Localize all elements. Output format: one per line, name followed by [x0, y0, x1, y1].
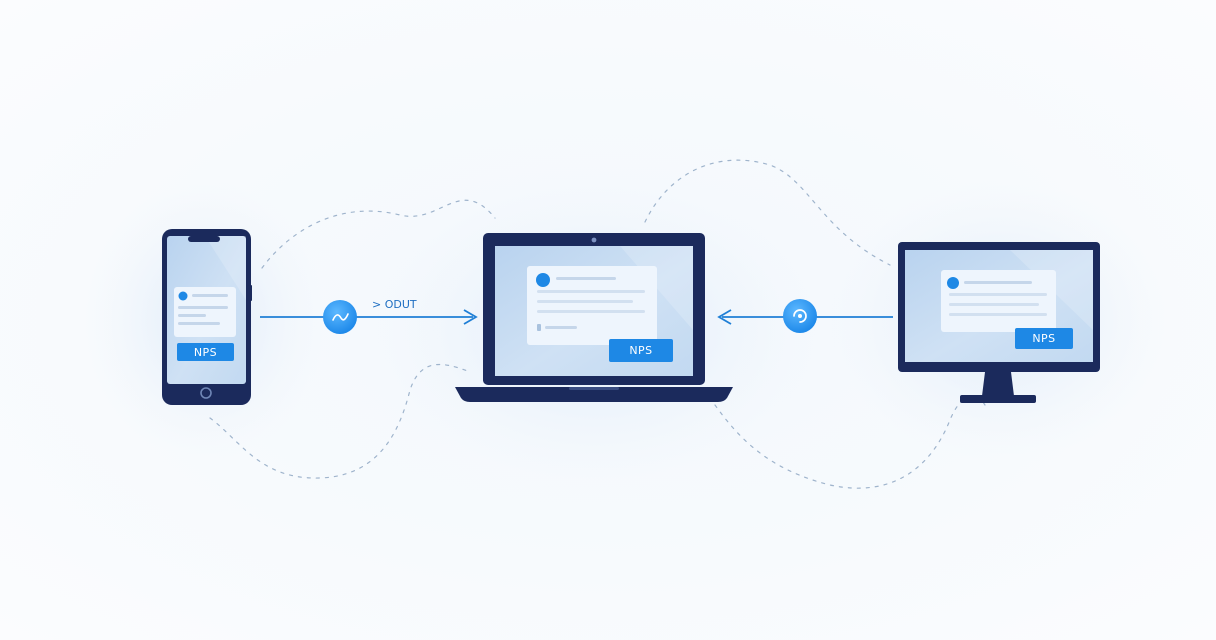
laptop-nps-button-label: NPS [629, 344, 652, 357]
phone-nps-button-label: NPS [194, 346, 217, 359]
desktop-monitor: NPS [898, 242, 1100, 403]
laptop-card [527, 266, 657, 345]
sync-glyph [332, 313, 349, 321]
laptop-nps-button[interactable]: NPS [609, 339, 673, 362]
right-connector [717, 299, 893, 333]
home-button-icon [200, 387, 212, 399]
phone-nps-button[interactable]: NPS [177, 343, 234, 361]
phone-notch [188, 236, 220, 242]
dashed-path-top-left [261, 199, 496, 269]
phone-card [174, 287, 236, 337]
monitor-nps-button-label: NPS [1032, 332, 1055, 345]
dashed-path-bottom-left [209, 363, 471, 479]
left-connector-label: > ODUT [372, 298, 417, 311]
monitor-card [941, 270, 1056, 332]
laptop-base [455, 387, 733, 402]
dashed-path-bottom-right [714, 395, 986, 489]
left-connector: > ODUT [260, 298, 478, 334]
refresh-glyph [793, 309, 807, 323]
app-icon [947, 277, 959, 289]
webcam-icon [591, 237, 597, 243]
laptop: NPS [455, 233, 733, 402]
monitor-stand [982, 372, 1014, 396]
arrow-left-icon [717, 309, 732, 325]
smartphone: NPS [162, 229, 252, 405]
monitor-nps-button[interactable]: NPS [1015, 328, 1073, 349]
app-icon [536, 273, 550, 287]
arrow-right-icon [463, 309, 478, 325]
refresh-glyph-dot [798, 314, 802, 318]
monitor-foot [960, 395, 1036, 403]
app-icon [178, 291, 188, 301]
